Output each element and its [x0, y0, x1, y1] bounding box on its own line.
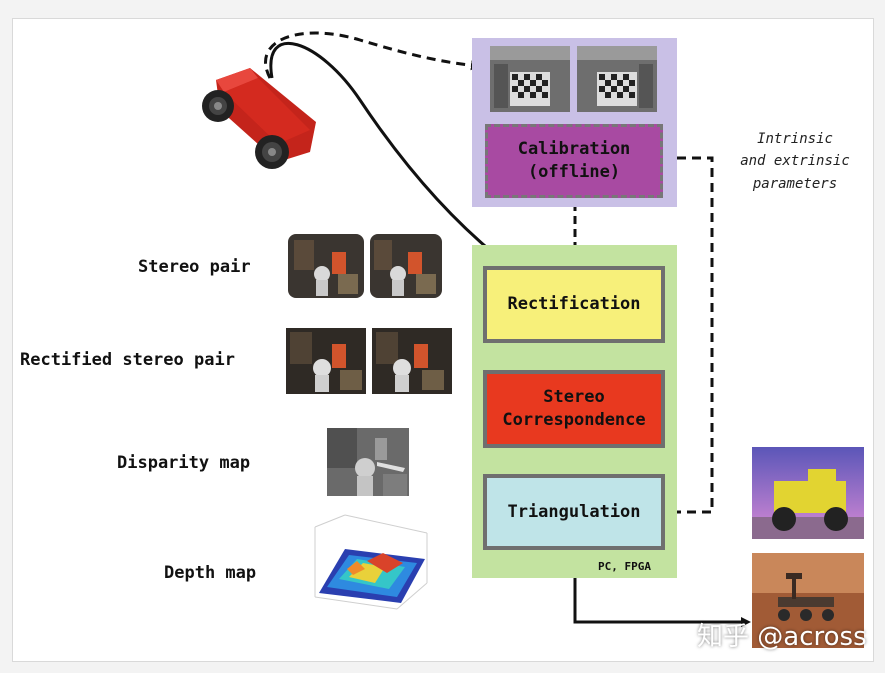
- stereo-camera-image: [202, 68, 316, 169]
- watermark: 知乎 @across: [697, 622, 867, 652]
- annotation-line-2: and extrinsic: [740, 153, 850, 170]
- rectified-right-image: [372, 328, 452, 394]
- calibration-block: Calibration (offline): [485, 124, 663, 198]
- camera-to-rectification-arrow: [269, 41, 511, 267]
- calibration-line-1: Calibration: [517, 139, 631, 160]
- disparity-map-label: Disparity map: [117, 453, 251, 473]
- triangulation-block: Triangulation: [483, 474, 665, 550]
- stereo-correspondence-block: Stereo Correspondence: [483, 370, 665, 448]
- calibration-line-2: (offline): [527, 162, 621, 182]
- annotation-line-3: parameters: [752, 175, 838, 192]
- annotation-line-1: Intrinsic: [757, 131, 833, 147]
- stereo-pair-label: Stereo pair: [138, 257, 251, 277]
- parameters-annotation: Intrinsic and extrinsic parameters: [720, 128, 870, 195]
- calibration-image-right: [577, 46, 657, 112]
- camera-to-calibration-arrow: [264, 31, 481, 79]
- triangulation-label: Triangulation: [507, 501, 641, 522]
- disparity-map-image: [327, 428, 409, 496]
- stereo-pair-right-image: [370, 234, 442, 298]
- rectification-label: Rectification: [507, 294, 641, 315]
- correspondence-line-1: Stereo: [543, 387, 605, 408]
- output-rover-image: [752, 553, 864, 648]
- rectified-stereo-pair-label: Rectified stereo pair: [20, 350, 235, 370]
- rectification-block: Rectification: [483, 266, 665, 343]
- depth-map-label: Depth map: [164, 563, 257, 583]
- stereo-pair-left-image: [288, 234, 364, 298]
- rectified-left-image: [286, 328, 366, 394]
- platform-note: PC, FPGA: [598, 560, 651, 573]
- depth-map-image: [314, 514, 428, 610]
- parameters-to-triangulation-arrow: [662, 156, 714, 517]
- calibration-image-left: [490, 46, 570, 112]
- correspondence-line-2: Correspondence: [502, 410, 646, 430]
- output-truck-image: [752, 447, 864, 539]
